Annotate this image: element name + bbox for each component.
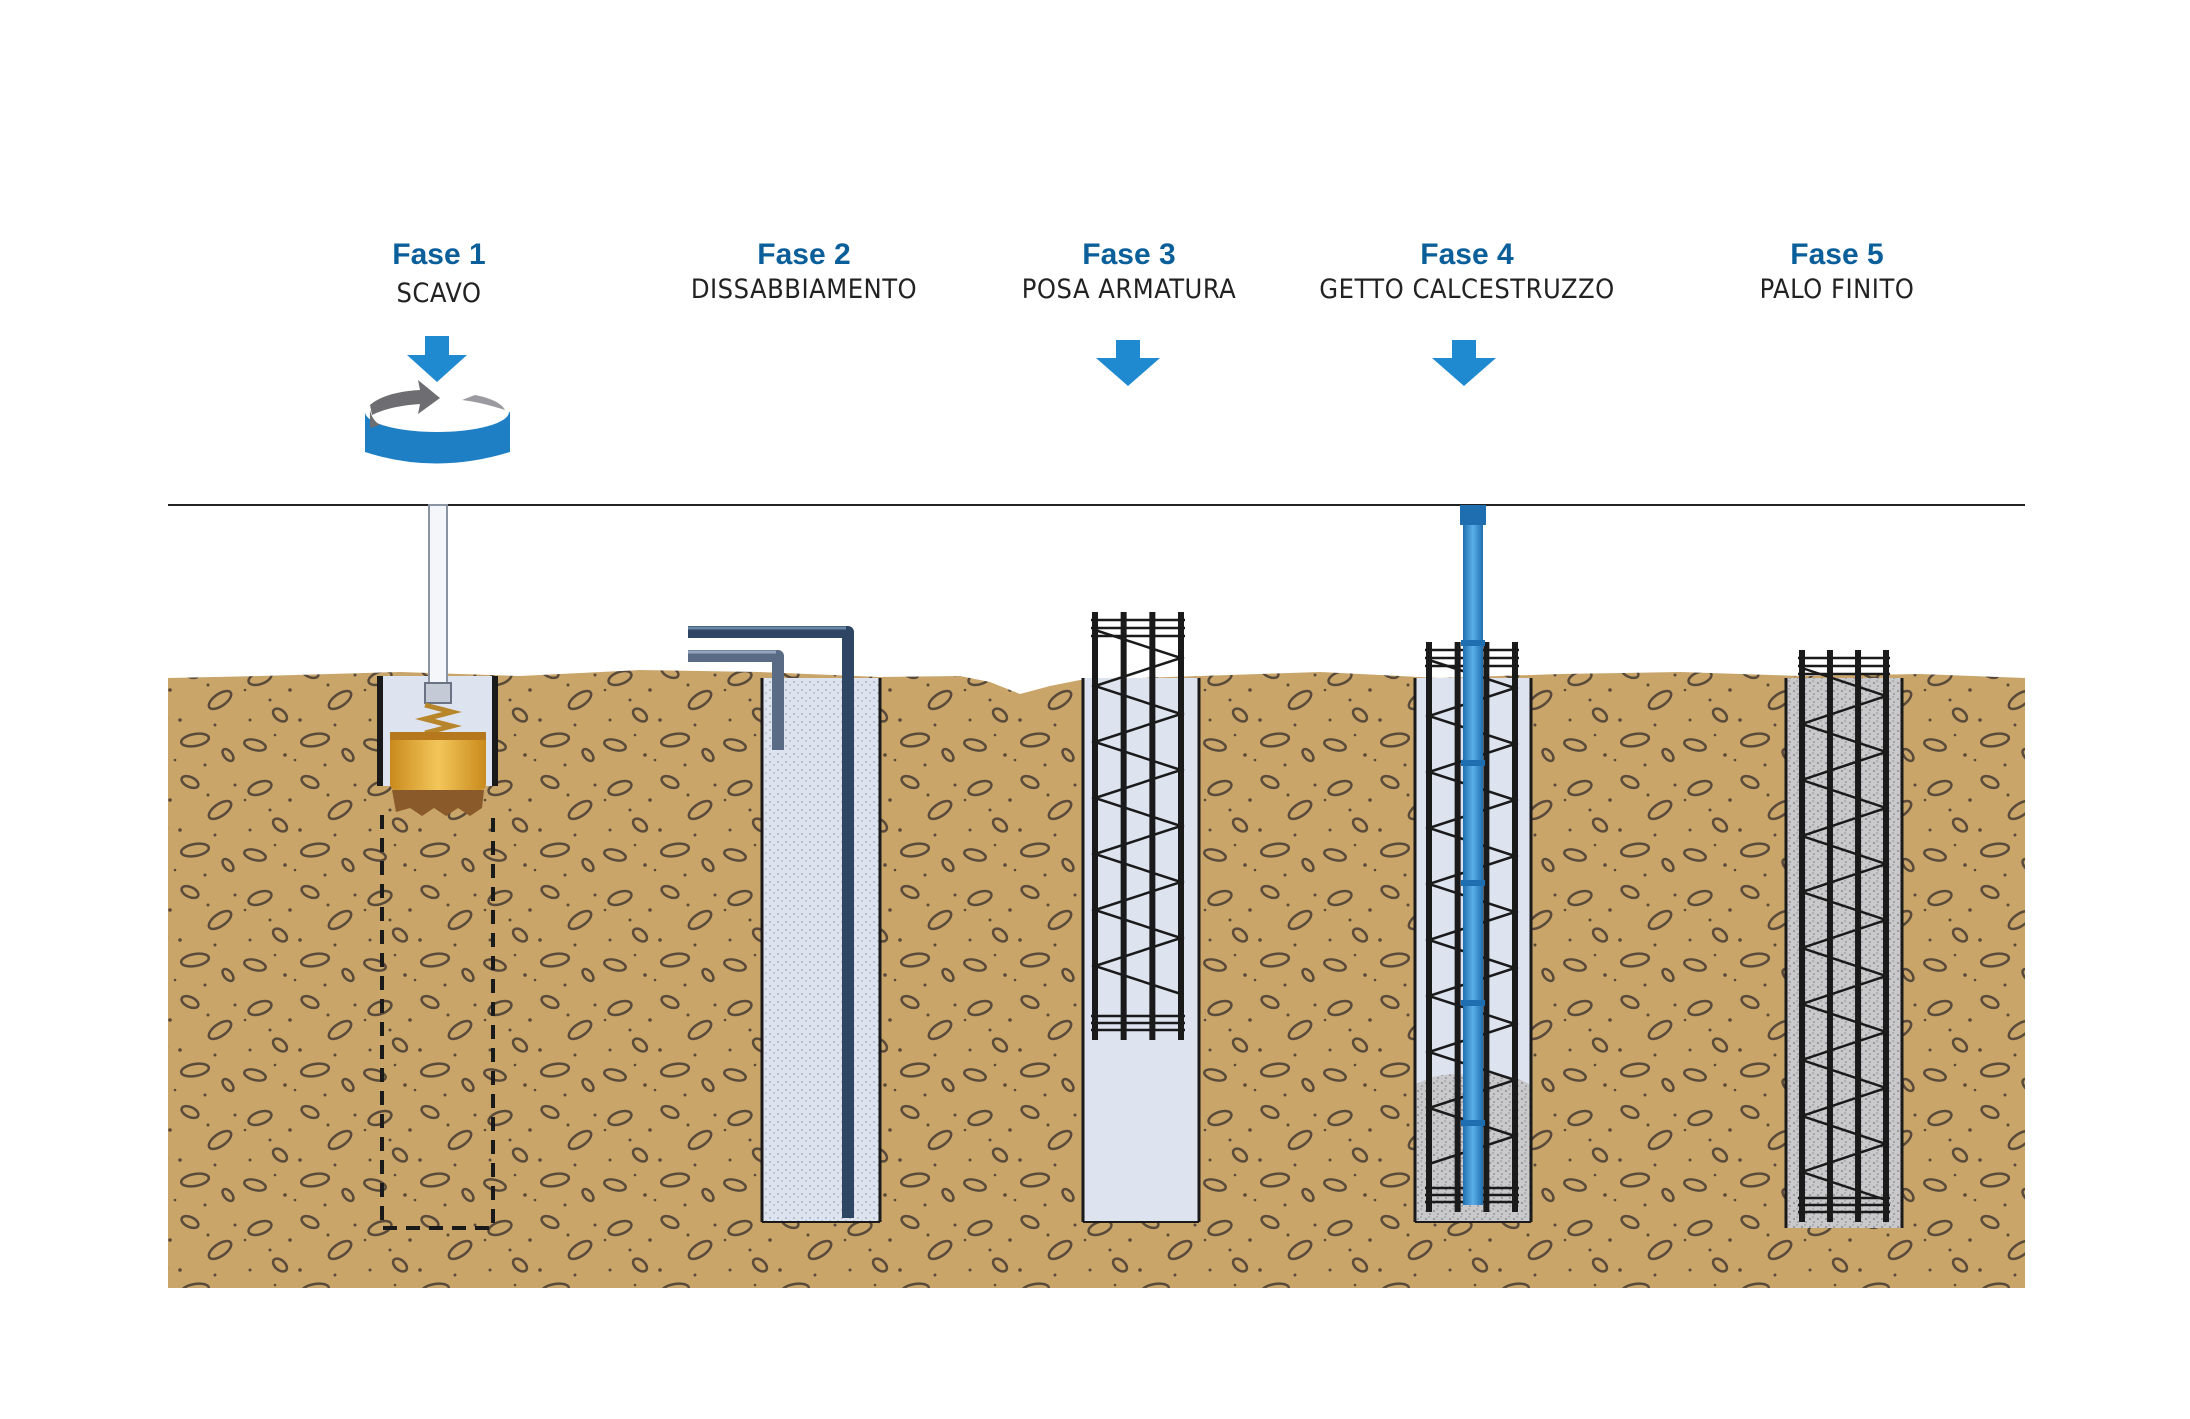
phase-4-subtitle: GETTO CALCESTRUZZO <box>1319 274 1615 305</box>
phase-3-title: Fase 3 <box>1082 238 1176 271</box>
desanding-pipe-long <box>688 626 854 1218</box>
phase-1-title: Fase 1 <box>392 238 486 271</box>
finished-pile <box>1786 678 1902 1228</box>
phase-5-subtitle: PALO FINITO <box>1759 274 1915 305</box>
phase-5-illustration <box>1784 650 1904 1228</box>
excavation-outline <box>380 815 495 1230</box>
rebar-spiral <box>1798 666 1890 1202</box>
kelly-bar <box>428 504 448 686</box>
phase-1-subtitle: SCAVO <box>396 278 482 309</box>
phase-4-title: Fase 4 <box>1420 238 1514 271</box>
rebar-cage-3 <box>1090 612 1186 1040</box>
rebar-spiral <box>1090 628 1186 996</box>
rotation-arrow-icon <box>365 380 510 464</box>
desanding-pipe-short <box>688 650 784 750</box>
rebar-cage-4 <box>1424 642 1520 1212</box>
down-arrow-icon-4 <box>1432 340 1496 386</box>
phase-3-illustration <box>1081 612 1201 1223</box>
drilling-bucket <box>390 732 486 790</box>
slurry-filled-hole <box>762 678 880 1222</box>
rebar-spiral <box>1424 658 1520 1166</box>
phase-2-title: Fase 2 <box>757 238 851 271</box>
phase-1-illustration <box>377 504 498 1230</box>
down-arrow-icon-3 <box>1096 340 1160 386</box>
phase-3-subtitle: POSA ARMATURA <box>1021 274 1237 305</box>
rebar-cage-5 <box>1798 650 1890 1222</box>
phase-2-subtitle: DISSABBIAMENTO <box>690 274 918 305</box>
phase-4-illustration <box>1413 505 1533 1223</box>
tremie-pipe <box>1463 525 1483 1205</box>
phase-2-illustration <box>688 626 882 1223</box>
down-arrow-icon-1 <box>407 336 467 382</box>
phase-5-title: Fase 5 <box>1790 238 1884 271</box>
